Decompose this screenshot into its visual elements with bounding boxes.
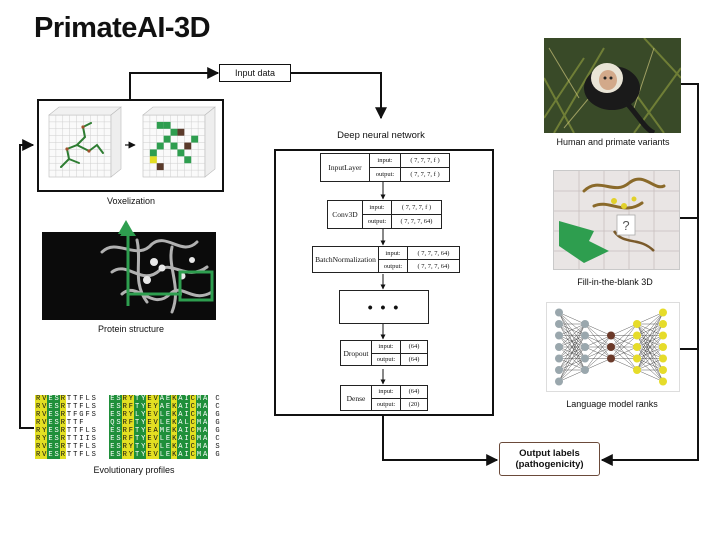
input-data-box: Input data — [219, 64, 291, 82]
layer-input-value: (64) — [408, 343, 420, 351]
layer-input-value: ( 7, 7, 7, 64) — [417, 249, 450, 257]
layer-dropout: Dropout input: (64) output: (64) — [340, 340, 428, 366]
layer-inputlayer: InputLayer input: ( 7, 7, 7, f ) output: (… — [320, 153, 450, 182]
autoencoder-network-illustration — [555, 308, 667, 386]
protein-ribbon-illustration — [100, 232, 214, 314]
layer-output-value: ( 7, 7, 7, 64) — [400, 218, 433, 225]
layer-output-key: output: — [372, 398, 401, 410]
layer-dense: Dense input: (64) output: (20) — [340, 385, 428, 411]
layer-input-value: ( 7, 7, 7, f ) — [401, 204, 432, 211]
voxel-highlight-arrow-icon — [118, 220, 134, 236]
layer-conv3d: Conv3D input: ( 7, 7, 7, f ) output: ( 7, … — [327, 200, 442, 229]
ellipsis-box: • • • — [339, 290, 429, 324]
layer-input-value: ( 7, 7, 7, f ) — [410, 157, 440, 164]
layer-output-key: output: — [363, 215, 392, 228]
monkey-illustration — [544, 38, 681, 133]
layer-output-value: ( 7, 7, 7, f ) — [410, 171, 440, 178]
layer-name: Conv3D — [328, 201, 363, 228]
protein-structure-image — [42, 232, 216, 320]
primate-caption: Human and primate variants — [556, 137, 670, 147]
layer-input-value: (64) — [408, 388, 420, 396]
svg-text:?: ? — [622, 218, 629, 233]
layer-name: Dense — [341, 386, 372, 410]
evolutionary-profiles-caption: Evolutionary profiles — [93, 465, 175, 475]
layer-output-key: output: — [379, 260, 408, 272]
fill-in-the-blank-image: ? — [553, 170, 680, 270]
layer-input-key: input: — [370, 154, 401, 167]
layer-input-key: input: — [363, 201, 392, 214]
diagram-title: PrimateAI-3D — [34, 12, 211, 44]
puzzle-protein-illustration: ? — [554, 171, 679, 269]
primate-photo — [544, 38, 681, 133]
input-data-label: Input data — [234, 68, 276, 78]
layer-input-key: input: — [379, 247, 408, 259]
ellipsis-label: • • • — [367, 299, 401, 315]
layer-output-key: output: — [372, 353, 401, 365]
language-model-caption: Language model ranks — [566, 399, 658, 409]
layer-batchnormalization: BatchNormalization input:( 7, 7, 7, 64) … — [312, 246, 460, 273]
voxelization-panel — [37, 99, 224, 192]
voxelization-caption: Voxelization — [106, 196, 156, 206]
layer-name: BatchNormalization — [313, 247, 379, 272]
language-model-image — [546, 302, 680, 392]
network-title: Deep neural network — [337, 130, 425, 141]
layer-name: Dropout — [341, 341, 372, 365]
layer-output-value: (20) — [408, 400, 420, 408]
layer-name: InputLayer — [321, 154, 370, 181]
layer-output-value: (64) — [408, 355, 420, 363]
network-panel — [274, 149, 494, 416]
network-internal-arrows — [380, 182, 386, 385]
output-labels-box: Output labels (pathogenicity) — [499, 442, 600, 476]
layer-input-key: input: — [372, 341, 401, 353]
output-labels-line2: (pathogenicity) — [515, 459, 584, 470]
fill-in-the-blank-caption: Fill-in-the-blank 3D — [577, 277, 653, 287]
layer-input-key: input: — [372, 386, 401, 398]
layer-output-key: output: — [370, 168, 401, 181]
output-labels-line1: Output labels — [519, 448, 580, 459]
layer-output-value: ( 7, 7, 7, 64) — [417, 262, 450, 270]
voxel-grid-illustration — [48, 106, 216, 178]
protein-structure-caption: Protein structure — [97, 324, 165, 334]
